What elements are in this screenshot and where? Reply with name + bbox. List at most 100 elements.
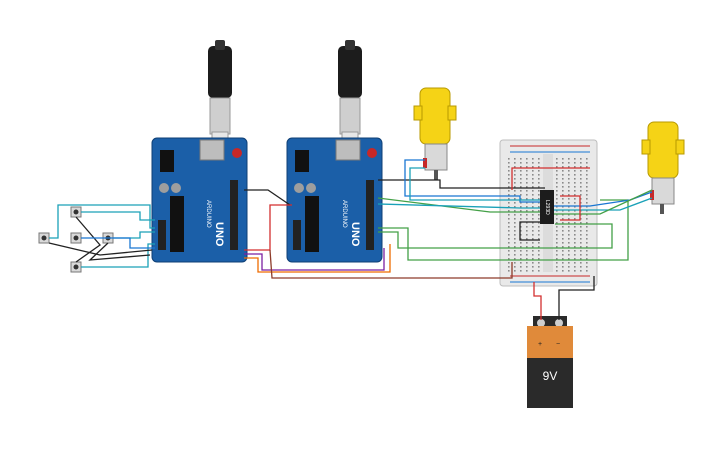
breadboard-hole xyxy=(538,170,540,172)
breadboard-hole xyxy=(538,226,540,228)
wire-blue-m2[interactable] xyxy=(554,191,653,207)
breadboard-hole xyxy=(556,230,558,232)
dc-motor-1[interactable] xyxy=(413,87,457,180)
wire-black-a1-a2[interactable] xyxy=(244,189,291,206)
push-button-5[interactable] xyxy=(70,261,82,273)
wire-green-a2-bb-3[interactable] xyxy=(378,223,613,249)
breadboard-hole xyxy=(574,254,576,256)
breadboard-hole xyxy=(520,206,522,208)
breadboard-hole xyxy=(568,178,570,180)
wire-black-a2-bb[interactable] xyxy=(378,179,545,189)
breadboard-hole xyxy=(532,218,534,220)
breadboard-hole xyxy=(514,162,516,164)
breadboard-hole xyxy=(568,182,570,184)
breadboard-hole xyxy=(568,158,570,160)
breadboard-hole xyxy=(514,158,516,160)
breadboard-hole xyxy=(580,266,582,268)
breadboard-hole xyxy=(586,170,588,172)
breadboard-hole xyxy=(568,238,570,240)
push-button-2[interactable] xyxy=(38,232,50,244)
wire-blue-btn-1[interactable] xyxy=(81,237,155,249)
wire-green-a2-bb-2[interactable] xyxy=(378,199,629,261)
arduino-board-1[interactable]: UNO ARDUINO xyxy=(151,137,248,263)
wire-blue-m1[interactable] xyxy=(404,159,540,203)
breadboard-hole xyxy=(508,246,510,248)
breadboard-hole xyxy=(532,222,534,224)
wire-red-a1-a2[interactable] xyxy=(244,204,292,251)
breadboard-hole xyxy=(508,266,510,268)
push-button-3[interactable] xyxy=(70,232,82,244)
breadboard-hole xyxy=(526,246,528,248)
breadboard-hole xyxy=(508,206,510,208)
breadboard-hole xyxy=(562,222,564,224)
wire-green-m2[interactable] xyxy=(554,189,653,215)
wire-teal-m2[interactable] xyxy=(554,197,653,211)
breadboard-hole xyxy=(520,258,522,260)
wire-black-btn-1[interactable] xyxy=(75,216,101,263)
breadboard-hole xyxy=(514,194,516,196)
breadboard-hole xyxy=(562,178,564,180)
breadboard-hole xyxy=(562,262,564,264)
breadboard-hole xyxy=(514,198,516,200)
breadboard-hole xyxy=(526,270,528,272)
breadboard-hole xyxy=(556,198,558,200)
breadboard-hole xyxy=(556,174,558,176)
breadboard-hole xyxy=(526,202,528,204)
wire-black-btn-2[interactable] xyxy=(48,242,153,256)
breadboard-hole xyxy=(514,258,516,260)
breadboard-hole xyxy=(508,174,510,176)
breadboard-hole xyxy=(526,254,528,256)
breadboard-hole xyxy=(508,254,510,256)
breadboard-hole xyxy=(580,186,582,188)
breadboard-hole xyxy=(538,166,540,168)
wire-red-bb-rail[interactable] xyxy=(511,167,590,190)
wire-purple-a1-a2[interactable] xyxy=(244,248,385,271)
breadboard-hole xyxy=(508,194,510,196)
breadboard-hole xyxy=(580,226,582,228)
breadboard-hole xyxy=(574,174,576,176)
wire-brown-a1-bb[interactable] xyxy=(269,249,513,279)
breadboard-hole xyxy=(526,190,528,192)
breadboard-hole xyxy=(574,266,576,268)
breadboard-hole xyxy=(526,174,528,176)
breadboard-hole xyxy=(532,174,534,176)
breadboard-hole xyxy=(562,254,564,256)
arduino-board-2[interactable]: UNO ARDUINO xyxy=(286,137,383,263)
breadboard-hole xyxy=(574,258,576,260)
wire-teal-m1[interactable] xyxy=(409,167,540,201)
breadboard-hole xyxy=(532,270,534,272)
wire-teal-a2-bb[interactable] xyxy=(377,203,540,209)
breadboard-hole xyxy=(514,238,516,240)
breadboard-hole xyxy=(568,254,570,256)
wire-red-bb-2[interactable] xyxy=(560,195,581,221)
battery-9v[interactable]: + − 9V xyxy=(527,316,573,408)
breadboard-hole xyxy=(586,174,588,176)
breadboard-hole xyxy=(556,254,558,256)
battery-plus: + xyxy=(538,341,542,348)
breadboard-hole xyxy=(532,214,534,216)
wire-teal-2[interactable] xyxy=(49,204,155,239)
breadboard-hole xyxy=(514,186,516,188)
wire-orange-a1-a2[interactable] xyxy=(244,244,391,273)
push-button-1[interactable] xyxy=(70,206,82,218)
wire-black-btn-3[interactable] xyxy=(88,242,151,261)
breadboard-hole xyxy=(508,270,510,272)
breadboard-hole xyxy=(580,270,582,272)
breadboard-hole xyxy=(538,182,540,184)
breadboard-hole xyxy=(574,246,576,248)
wire-teal-1[interactable] xyxy=(81,211,155,221)
breadboard-hole xyxy=(520,262,522,264)
dc-motor-2[interactable] xyxy=(641,121,685,214)
breadboard-hole xyxy=(508,170,510,172)
wire-red-battery[interactable] xyxy=(533,282,542,320)
wire-black-battery[interactable] xyxy=(558,276,595,320)
breadboard-hole xyxy=(568,262,570,264)
breadboard-hole xyxy=(532,242,534,244)
breadboard-hole xyxy=(586,270,588,272)
wire-black-bb-2[interactable] xyxy=(519,221,540,241)
usb-cable-1 xyxy=(208,40,232,147)
wire-green-a2-bb-1[interactable] xyxy=(377,197,540,213)
breadboard-hole xyxy=(574,170,576,172)
wire-teal-3[interactable] xyxy=(113,231,155,239)
motor-driver-chip[interactable]: L293D xyxy=(540,190,554,224)
